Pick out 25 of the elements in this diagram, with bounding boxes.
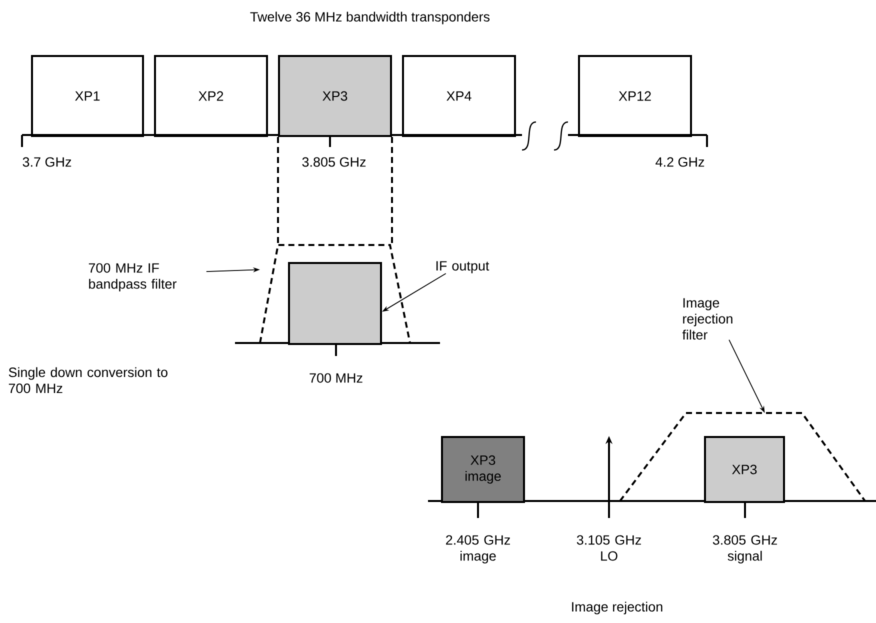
frequency-label: 700 MHz <box>310 373 362 383</box>
panel-caption: Single down conversion to 700 MHz <box>8 367 168 394</box>
heading: Twelve 36 MHz bandwidth transponders <box>250 12 490 24</box>
frequency-label: 2.405 GHz image <box>446 535 510 564</box>
callout-text: 700 MHz IF bandpass filter <box>88 263 176 292</box>
frequency-label: 3.805 GHz <box>302 157 366 167</box>
frequency-label: 3.7 GHz <box>22 157 72 167</box>
transponder-box: XP2 <box>154 55 268 137</box>
dashed-projection-line <box>391 137 393 245</box>
transponder-box: XP3 <box>704 436 785 503</box>
transponder-box: XP3 image <box>441 436 525 503</box>
callout-text: Image rejection filter <box>682 298 732 340</box>
transponder-box: XP4 <box>402 55 516 137</box>
callout-text: IF output <box>436 261 490 274</box>
filter-shape <box>619 412 866 502</box>
dashed-projection-line <box>277 137 279 245</box>
frequency-label: 3.105 GHz LO <box>576 535 641 561</box>
transponder-box: XP3 <box>278 55 392 137</box>
frequency-label: 3.805 GHz signal <box>712 535 777 564</box>
transponder-box: XP12 <box>578 55 692 137</box>
transponder-box: XP1 <box>31 55 144 137</box>
filter-shape <box>259 244 411 344</box>
signal-box <box>288 262 382 345</box>
panel-caption: Image rejection <box>572 602 662 614</box>
frequency-label: 4.2 GHz <box>656 157 704 167</box>
